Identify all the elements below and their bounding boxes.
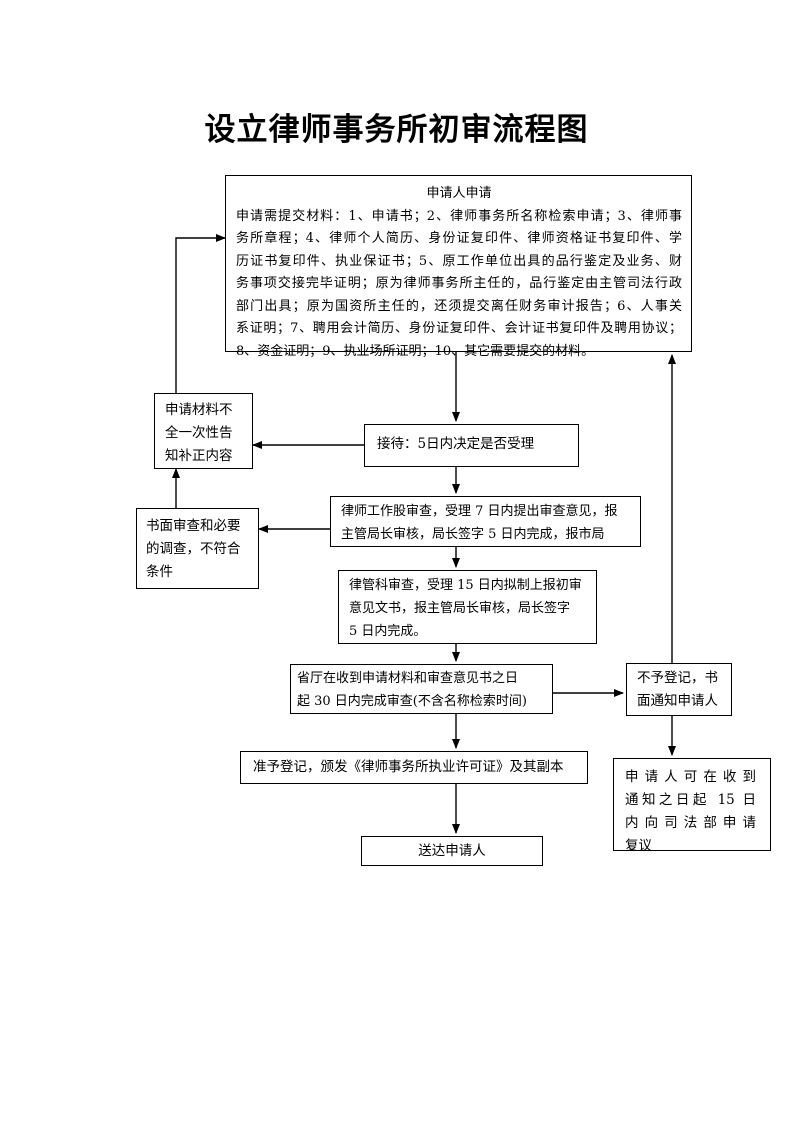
node-reconsider: 申请人可在收到 通知之日起 15 日 内向司法部申请 复议 bbox=[613, 758, 771, 854]
node-lawyer-dept-line: 意见文书，报主管局长审核，局长签字 bbox=[349, 601, 571, 616]
arrow-incomplete-to-apply bbox=[175, 234, 226, 393]
node-approve: 准予登记，颁发《律师事务所执业许可证》及其副本 bbox=[240, 751, 588, 784]
node-no-register: 不予登记，书 面通知申请人 bbox=[626, 663, 732, 716]
node-apply-line: 系证明；7、聘用会计简历、身份证复印件、会计证书复印件及聘用协议； bbox=[236, 321, 682, 336]
node-deliver: 送达申请人 bbox=[361, 836, 543, 866]
node-apply: 申请人申请 申请需提交材料：1、申请书；2、律师事务所名称检索申请；3、律师事 … bbox=[225, 175, 692, 359]
node-review-fail: 书面审查和必要 的调查，不符合 条件 bbox=[136, 508, 259, 589]
node-apply-line: 务所章程；4、律师个人简历、身份证复印件、律师资格证书复印件、学 bbox=[236, 231, 682, 246]
node-incomplete-line: 申请材料不 bbox=[165, 402, 233, 418]
page-title: 设立律师事务所初审流程图 bbox=[204, 112, 589, 148]
node-reception-text: 接待：5日内决定是否受理 bbox=[377, 436, 535, 452]
node-no-register-line: 面通知申请人 bbox=[637, 693, 718, 709]
node-no-register-line: 不予登记，书 bbox=[637, 670, 718, 686]
node-incomplete-notice: 申请材料不 全一次性告 知补正内容 bbox=[154, 393, 253, 469]
node-work-unit-line: 律师工作股审查，受理 7 日内提出审查意见，报 bbox=[341, 504, 618, 519]
node-incomplete-line: 知补正内容 bbox=[165, 448, 233, 464]
node-reconsider-line: 内向司法部申请 bbox=[625, 815, 756, 831]
node-review-fail-line: 的调查，不符合 bbox=[146, 541, 241, 557]
node-province-review: 省厅在收到申请材料和审查意见书之日 起 30 日内完成审查(不含名称检索时间) bbox=[290, 664, 553, 714]
node-lawyer-dept-line: 5 日内完成。 bbox=[349, 624, 427, 639]
node-province-line: 省厅在收到申请材料和审查意见书之日 bbox=[297, 671, 519, 686]
node-apply-line: 8、资金证明；9、执业场所证明；10、其它需要提交的材料。 bbox=[236, 343, 595, 359]
node-review-fail-line: 条件 bbox=[146, 564, 173, 580]
node-lawyer-dept-line: 律管科审查，受理 15 日内拟制上报初审 bbox=[349, 578, 582, 593]
node-approve-text: 准予登记，颁发《律师事务所执业许可证》及其副本 bbox=[253, 759, 564, 775]
node-review-fail-line: 书面审查和必要 bbox=[146, 518, 241, 534]
node-apply-line: 申请需提交材料：1、申请书；2、律师事务所名称检索申请；3、律师事 bbox=[236, 208, 682, 224]
node-incomplete-line: 全一次性告 bbox=[165, 425, 233, 441]
node-apply-line: 历证书复印件、执业保证书；5、原工作单位出具的品行鉴定及业务、财 bbox=[236, 253, 682, 269]
node-apply-line: 部门出具；原为国资所主任的，还须提交离任财务审计报告；6、人事关 bbox=[236, 298, 682, 314]
node-reconsider-line: 申请人可在收到 bbox=[625, 769, 756, 785]
node-reconsider-line: 通知之日起 15 日 bbox=[625, 792, 756, 808]
node-work-unit-review: 律师工作股审查，受理 7 日内提出审查意见，报 主管局长审核，局长签字 5 日内… bbox=[330, 496, 641, 547]
node-province-line: 起 30 日内完成审查(不含名称检索时间) bbox=[297, 694, 527, 709]
node-reconsider-line: 复议 bbox=[625, 838, 652, 854]
node-reception: 接待：5日内决定是否受理 bbox=[364, 424, 579, 467]
node-apply-title: 申请人申请 bbox=[426, 186, 492, 201]
node-lawyer-dept-review: 律管科审查，受理 15 日内拟制上报初审 意见文书，报主管局长审核，局长签字 5… bbox=[338, 570, 597, 644]
node-deliver-text: 送达申请人 bbox=[418, 843, 486, 859]
node-apply-line: 务事项交接完毕证明；原为律师事务所主任的，品行鉴定由主管司法行政 bbox=[236, 276, 682, 291]
node-work-unit-line: 主管局长审核，局长签字 5 日内完成，报市局 bbox=[341, 527, 605, 542]
